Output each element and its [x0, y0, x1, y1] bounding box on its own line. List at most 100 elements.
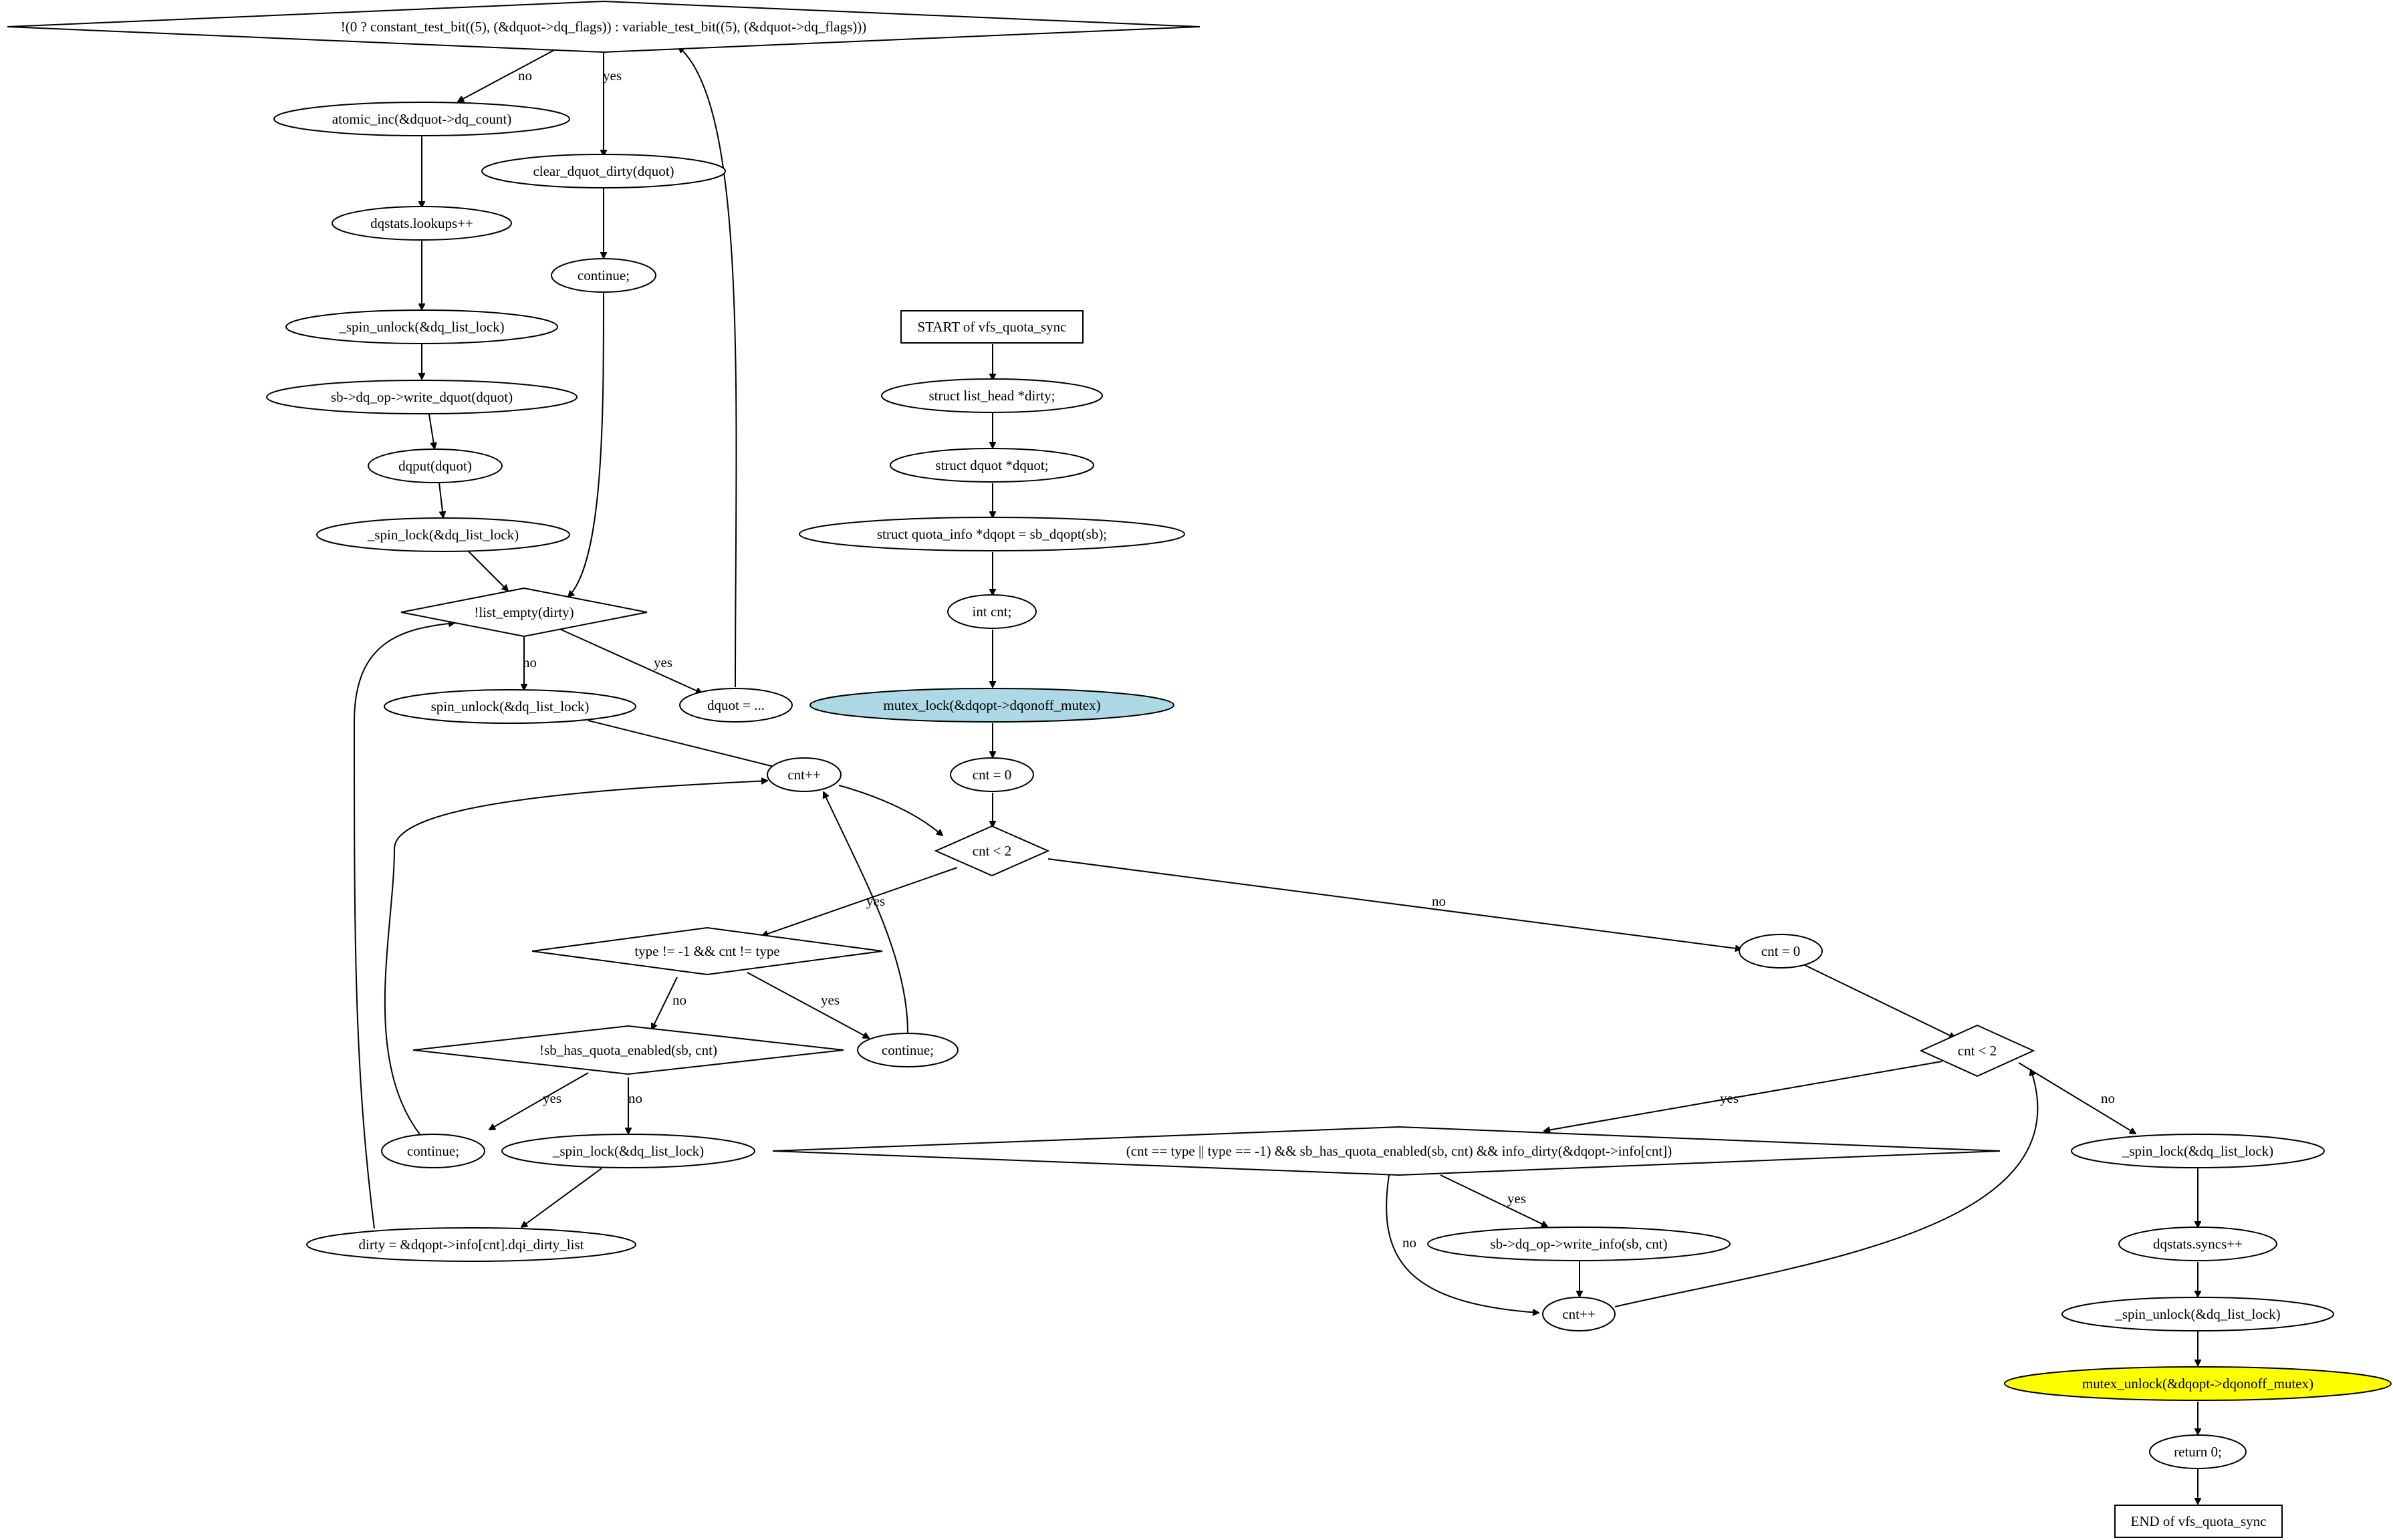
edge-label-yes: yes	[821, 992, 840, 1008]
svg-text:cnt = 0: cnt = 0	[1761, 943, 1801, 959]
svg-text:(cnt == type || type == -1) &&: (cnt == type || type == -1) && sb_has_qu…	[1126, 1143, 1672, 1159]
edge-dqput-spinlock1	[438, 482, 443, 517]
process-node-decl-dqopt: struct quota_info *dqopt = sb_dqopt(sb);	[799, 517, 1185, 551]
svg-text:dquot = ...: dquot = ...	[707, 697, 765, 713]
svg-text:dqstats.lookups++: dqstats.lookups++	[370, 215, 473, 231]
process-node-atomic-inc: atomic_inc(&dquot->dq_count)	[273, 102, 570, 136]
svg-text:!sb_has_quota_enabled(sb, cnt): !sb_has_quota_enabled(sb, cnt)	[539, 1042, 717, 1058]
svg-text:cnt++: cnt++	[787, 767, 820, 783]
svg-text:struct dquot *dquot;: struct dquot *dquot;	[935, 457, 1048, 473]
svg-text:clear_dquot_dirty(dquot): clear_dquot_dirty(dquot)	[533, 163, 674, 179]
process-node-dirty-assign: dirty = &dqopt->info[cnt].dqi_dirty_list	[306, 1227, 636, 1262]
process-node-write-dquot: sb->dq_op->write_dquot(dquot)	[266, 380, 578, 414]
edge-label-no: no	[1432, 893, 1446, 909]
edge-label-no: no	[628, 1090, 642, 1106]
process-node-return: return 0;	[2149, 1434, 2247, 1469]
svg-text:_spin_unlock(&dq_list_lock): _spin_unlock(&dq_list_lock)	[2114, 1306, 2280, 1322]
edge-label-no: no	[523, 654, 537, 670]
process-node-spin-unlock-1: _spin_unlock(&dq_list_lock)	[285, 309, 558, 344]
svg-text:_spin_unlock(&dq_list_lock): _spin_unlock(&dq_list_lock)	[338, 319, 504, 335]
edge-cntinc1-cntlt2-1	[838, 785, 942, 836]
svg-text:mutex_unlock(&dqopt->dqonoff_m: mutex_unlock(&dqopt->dqonoff_mutex)	[2082, 1376, 2313, 1392]
edge-bigcond-cntinc2	[1386, 1174, 1539, 1313]
svg-text:type != -1 && cnt != type: type != -1 && cnt != type	[634, 943, 779, 959]
edge-label-yes: yes	[1720, 1090, 1739, 1106]
svg-text:spin_unlock(&dq_list_lock): spin_unlock(&dq_list_lock)	[431, 698, 590, 715]
edge-label-yes: yes	[543, 1090, 561, 1106]
edge-labels: no yes no yes yes no no yes yes no yes n…	[518, 68, 2115, 1251]
svg-text:_spin_lock(&dq_list_lock): _spin_lock(&dq_list_lock)	[2122, 1143, 2273, 1159]
svg-text:return 0;: return 0;	[2174, 1444, 2222, 1460]
svg-text:continue;: continue;	[407, 1143, 459, 1159]
decision-node-big-cond: (cnt == type || type == -1) && sb_has_qu…	[772, 1126, 2001, 1176]
edges	[353, 47, 2198, 1504]
edge-cntlt22-spinlock3	[2018, 1062, 2136, 1134]
edge-typecheck-continuemid	[747, 972, 869, 1038]
edge-listempty-dquotassign	[557, 628, 702, 693]
edge-label-no: no	[518, 68, 532, 84]
edge-continuetop-listempty	[568, 292, 604, 597]
process-node-spin-unlock-3: _spin_unlock(&dq_list_lock)	[2061, 1297, 2334, 1331]
svg-text:!(0 ? constant_test_bit((5), (: !(0 ? constant_test_bit((5), (&dquot->dq…	[341, 19, 866, 35]
svg-text:atomic_inc(&dquot->dq_count): atomic_inc(&dquot->dq_count)	[332, 111, 511, 127]
svg-text:cnt < 2: cnt < 2	[1958, 1043, 1997, 1059]
process-node-spin-lock-3: _spin_lock(&dq_list_lock)	[2071, 1134, 2325, 1168]
process-node-spin-lock-1: _spin_lock(&dq_list_lock)	[316, 517, 570, 552]
process-node-decl-cnt: int cnt;	[947, 594, 1037, 629]
svg-text:END of vfs_quota_sync: END of vfs_quota_sync	[2131, 1513, 2267, 1529]
process-node-cnt-inc-2: cnt++	[1542, 1297, 1616, 1331]
svg-text:mutex_lock(&dqopt->dqonoff_mut: mutex_lock(&dqopt->dqonoff_mutex)	[883, 697, 1100, 713]
svg-text:int cnt;: int cnt;	[973, 604, 1012, 620]
process-node-syncs: dqstats.syncs++	[2118, 1227, 2277, 1261]
edge-spinunlock2-cntinc1	[588, 720, 782, 769]
svg-text:dqput(dquot): dqput(dquot)	[398, 458, 472, 474]
svg-text:continue;: continue;	[882, 1042, 934, 1058]
edge-cntinc2-cntlt22	[1614, 1069, 2039, 1307]
process-node-cnt-zero-2: cnt = 0	[1739, 934, 1823, 969]
decision-node-test-bit: !(0 ? constant_test_bit((5), (&dquot->dq…	[7, 0, 1201, 53]
edge-writedquot-dqput	[428, 414, 434, 448]
process-node-decl-dirty: struct list_head *dirty;	[881, 378, 1103, 413]
edge-bigcond-writeinfo	[1440, 1174, 1547, 1227]
process-node-write-info: sb->dq_op->write_info(sb, cnt)	[1427, 1227, 1731, 1261]
edge-label-no: no	[672, 992, 686, 1008]
svg-text:dqstats.syncs++: dqstats.syncs++	[2153, 1236, 2243, 1252]
nodes: !(0 ? constant_test_bit((5), (&dquot->dq…	[7, 0, 2392, 1538]
edge-continueleft-cntinc1	[384, 781, 767, 1135]
svg-text:struct list_head *dirty;: struct list_head *dirty;	[929, 388, 1055, 404]
svg-text:sb->dq_op->write_info(sb, cnt): sb->dq_op->write_info(sb, cnt)	[1490, 1236, 1667, 1252]
decision-node-quota-enabled: !sb_has_quota_enabled(sb, cnt)	[412, 1025, 844, 1075]
decision-node-type-check: type != -1 && cnt != type	[531, 926, 883, 976]
edge-quotaenabled-continueleft	[489, 1072, 589, 1130]
svg-text:START of vfs_quota_sync: START of vfs_quota_sync	[918, 319, 1067, 335]
edge-cntzero2-cntlt22	[1803, 964, 1955, 1038]
edge-label-yes: yes	[866, 893, 885, 909]
start-node: START of vfs_quota_sync	[900, 310, 1084, 344]
process-node-continue-top: continue;	[551, 258, 656, 293]
process-node-cnt-inc-1: cnt++	[767, 757, 842, 792]
edge-dirtyassign-listempty	[353, 623, 455, 1229]
svg-text:cnt++: cnt++	[1562, 1306, 1595, 1322]
decision-node-list-empty: !list_empty(dirty)	[400, 587, 648, 638]
edge-label-yes: yes	[1507, 1190, 1526, 1206]
svg-text:!list_empty(dirty): !list_empty(dirty)	[474, 604, 574, 620]
svg-text:struct quota_info *dqopt = sb_: struct quota_info *dqopt = sb_dqopt(sb);	[877, 526, 1107, 542]
process-node-clear-dirty: clear_dquot_dirty(dquot)	[481, 154, 726, 188]
svg-text:dirty = &dqopt->info[cnt].dqi_: dirty = &dqopt->info[cnt].dqi_dirty_list	[359, 1237, 584, 1253]
svg-text:cnt = 0: cnt = 0	[973, 767, 1012, 783]
edge-typecheck-quotaenabled	[652, 977, 678, 1029]
edge-cntlt21-cntzero2	[1047, 858, 1741, 949]
edge-spinlock2-dirtyassign	[521, 1168, 602, 1227]
edge-dquotassign-testbit	[678, 47, 737, 688]
process-node-dquot-assign: dquot = ...	[679, 688, 793, 723]
process-node-mutex-unlock: mutex_unlock(&dqopt->dqonoff_mutex)	[2004, 1366, 2392, 1401]
edge-testbit-atomicinc	[458, 49, 555, 102]
edge-continuemid-cntinc1	[824, 792, 908, 1033]
edge-cntlt21-typecheck	[762, 867, 958, 936]
svg-text:_spin_lock(&dq_list_lock): _spin_lock(&dq_list_lock)	[552, 1143, 704, 1159]
svg-text:cnt < 2: cnt < 2	[973, 843, 1012, 859]
process-node-cnt-zero-1: cnt = 0	[950, 757, 1034, 792]
decision-node-cnt-lt2-1: cnt < 2	[934, 825, 1050, 877]
edge-cntlt22-bigcond	[1544, 1061, 1942, 1131]
